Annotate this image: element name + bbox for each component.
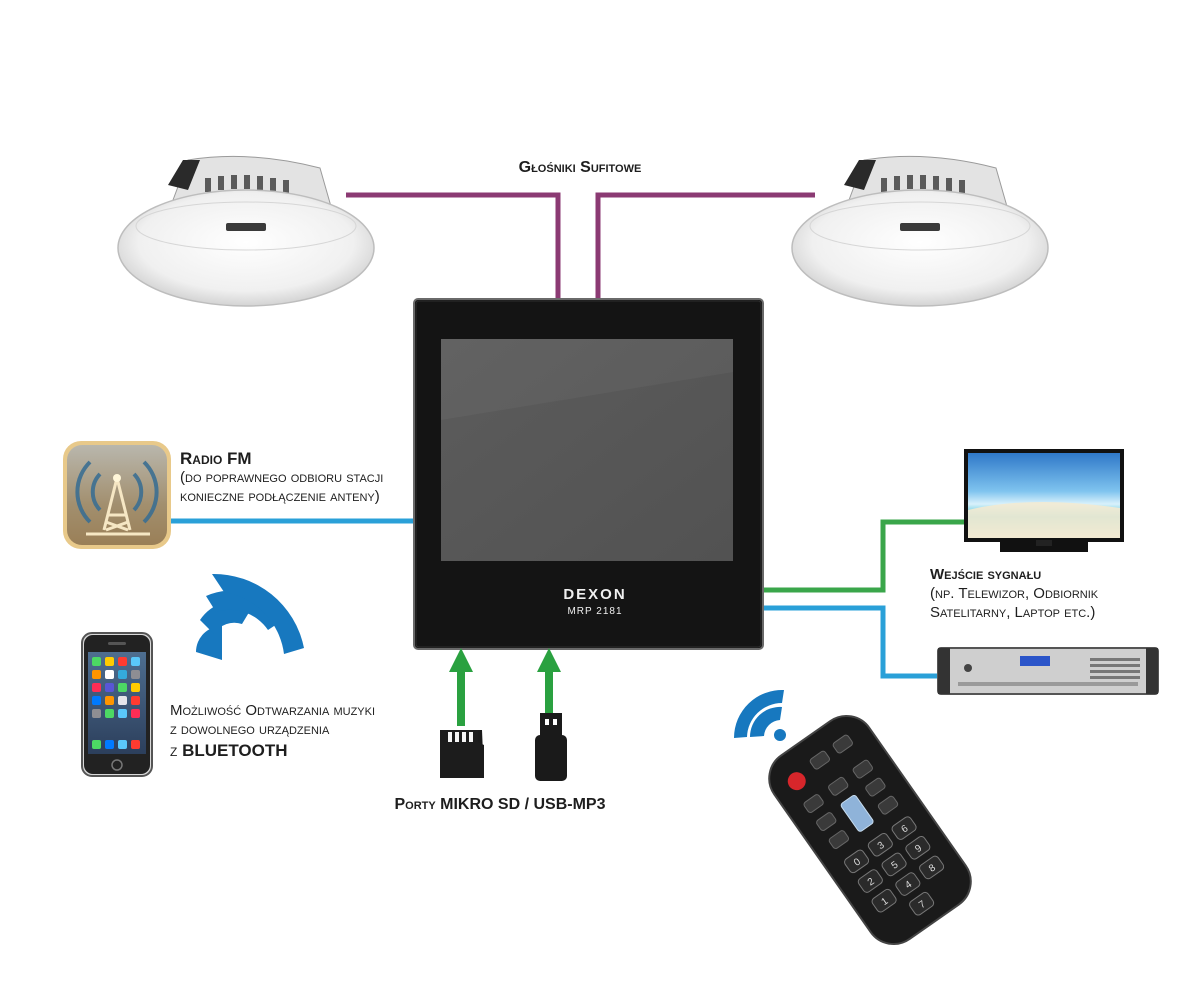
- usb-drive-icon: [535, 713, 567, 781]
- svg-text:5: 5: [890, 859, 901, 871]
- remote-waves-icon: [734, 689, 786, 741]
- svg-text:3: 3: [876, 840, 887, 852]
- device-brand: DEXON: [563, 586, 627, 603]
- radio-note-line2: konieczne podłączenie anteny): [180, 488, 380, 505]
- svg-text:2: 2: [866, 876, 877, 888]
- television-icon: [964, 449, 1124, 552]
- device-screen: [441, 339, 733, 561]
- svg-text:0: 0: [852, 856, 863, 868]
- port-arrows: [449, 648, 561, 726]
- power-icon: [787, 772, 806, 791]
- speakers-label: Głośniki Sufitowe: [518, 159, 642, 176]
- input-note-line1: (np. Telewizor, Odbiornik: [930, 584, 1099, 602]
- svg-text:8: 8: [927, 862, 938, 874]
- bluetooth-line1: Możliwość Odtwarzania muzyki: [170, 702, 376, 719]
- ceiling-speaker-right: [791, 155, 1049, 307]
- radio-label: Radio FM (do poprawnego odbioru stacji k…: [180, 448, 430, 507]
- input-title: Wejście sygnału: [930, 566, 1042, 583]
- svg-text:9: 9: [913, 843, 924, 855]
- speaker-vents-right: [881, 175, 965, 194]
- speaker-wire-right: [595, 192, 815, 298]
- speaker-vents-left: [205, 175, 289, 194]
- device-model: MRP 2181: [567, 606, 623, 617]
- svg-text:1: 1: [880, 896, 891, 908]
- svg-text:6: 6: [900, 823, 911, 835]
- svg-text:7: 7: [917, 899, 928, 911]
- speaker-wires: [346, 192, 815, 298]
- speaker-wire-left: [346, 192, 561, 298]
- device-branding: DEXON MRP 2181: [510, 586, 680, 617]
- svg-text:4: 4: [903, 879, 914, 891]
- bluetooth-label: Możliwość Odtwarzania muzyki z dowolnego…: [170, 702, 430, 761]
- radio-note-line1: (do poprawnego odbioru stacji: [180, 469, 384, 487]
- audio-panel-device: [413, 298, 764, 650]
- input-wire-tv: [764, 519, 965, 593]
- radio-tower-icon: [63, 441, 171, 549]
- receiver-icon: [937, 647, 1159, 695]
- ceiling-speaker-left: [117, 155, 375, 307]
- input-label: Wejście sygnału (np. Telewizor, Odbiorni…: [930, 566, 1190, 622]
- smartphone-icon: [81, 632, 153, 777]
- input-note-line2: Satelitarny, Laptop etc.): [930, 603, 1096, 621]
- bluetooth-waves-icon: [196, 573, 304, 660]
- input-wire-receiver: [764, 605, 944, 679]
- remote-control-icon: 0 3 6 2 59 14 8 7: [768, 714, 972, 946]
- bluetooth-word: BLUETOOTH: [182, 740, 288, 760]
- radio-title: Radio FM: [180, 449, 252, 468]
- microsd-card-icon: [440, 730, 484, 778]
- ports-label: Porty MIKRO SD / USB-MP3: [394, 796, 606, 813]
- bluetooth-prefix: z: [170, 740, 178, 760]
- bluetooth-line2: z dowolnego urządzenia: [170, 720, 330, 738]
